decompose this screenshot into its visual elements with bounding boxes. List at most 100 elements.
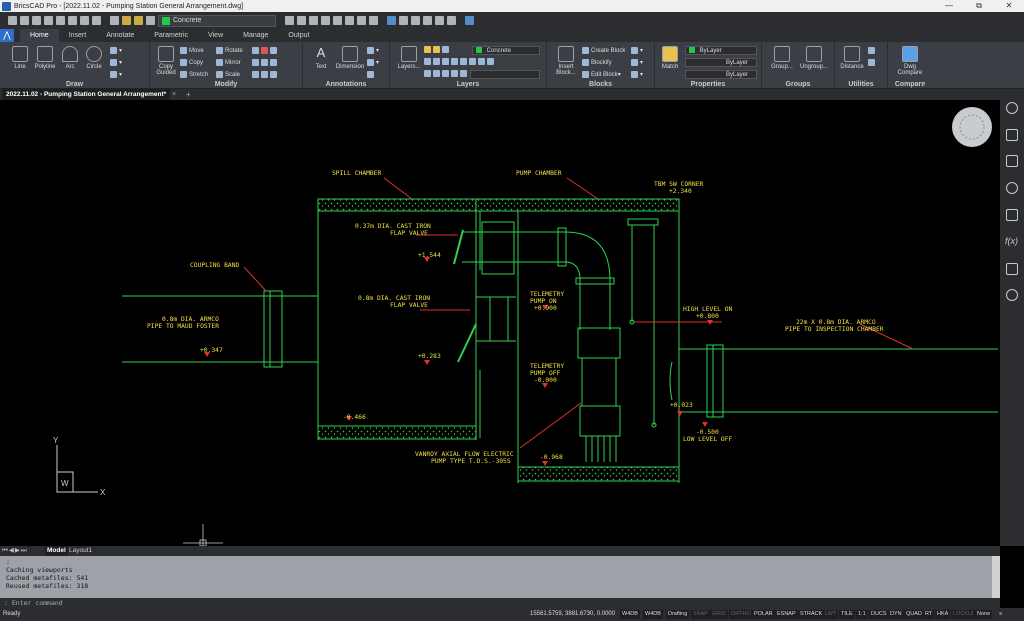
tab-model[interactable]: Model <box>45 546 68 556</box>
save-icon[interactable] <box>32 16 41 25</box>
copy-guided-button[interactable]: Copy Guided <box>153 46 179 76</box>
status-esnap[interactable]: ESNAP <box>775 610 798 619</box>
status-drafting[interactable]: Drafting <box>666 610 690 619</box>
layer-tool-8-icon[interactable] <box>369 16 378 25</box>
tool-b-icon[interactable] <box>435 16 444 25</box>
status-dyn[interactable]: DYN <box>888 610 904 619</box>
lineweight-select[interactable]: ByLayer <box>685 70 757 79</box>
tab-view[interactable]: View <box>208 32 224 39</box>
workspace-icon[interactable] <box>110 16 119 25</box>
status-hka[interactable]: HKA <box>935 610 951 619</box>
tab-home[interactable]: Home <box>20 29 59 42</box>
command-input[interactable]: : Enter command <box>0 598 1000 608</box>
status-w4db-2[interactable]: W4DB <box>643 610 663 619</box>
create-block-button[interactable]: Create Block <box>582 47 625 54</box>
edit-block-button[interactable]: Edit Block▾ <box>582 71 621 78</box>
status-grid[interactable]: GRID <box>710 610 728 619</box>
linetype-select[interactable]: ByLayer <box>685 58 757 67</box>
status-tile[interactable]: TILE <box>839 610 855 619</box>
layer-dropdown[interactable]: Concrete <box>158 14 276 27</box>
save-as-icon[interactable] <box>44 16 53 25</box>
hatch-tool[interactable]: ▾ <box>110 59 122 66</box>
point-tool[interactable]: ▾ <box>110 71 122 78</box>
stretch-button[interactable]: Stretch <box>180 71 208 78</box>
dimension-button[interactable]: Dimension <box>335 46 365 70</box>
layer-tool-6-icon[interactable] <box>345 16 354 25</box>
status-polar[interactable]: POLAR <box>752 610 775 619</box>
hatch-panel-icon[interactable] <box>1006 209 1018 221</box>
annot-tool-2[interactable]: ▾ <box>367 59 379 66</box>
print-icon[interactable] <box>56 16 65 25</box>
status-snap[interactable]: SNAP <box>691 610 710 619</box>
circle-button[interactable]: Circle <box>82 46 106 70</box>
status-ortho[interactable]: ORTHO <box>729 610 753 619</box>
layer-tool-3-icon[interactable] <box>309 16 318 25</box>
undo-icon[interactable] <box>80 16 89 25</box>
rotate-button[interactable]: Rotate <box>216 47 243 54</box>
modify-tool-1[interactable] <box>252 47 279 54</box>
new-document-icon[interactable]: + <box>186 90 191 99</box>
status-ducs[interactable]: DUCS <box>869 610 889 619</box>
tips-bulb-icon[interactable] <box>1006 102 1018 114</box>
close-document-icon[interactable]: × <box>172 91 177 98</box>
drawing-canvas[interactable]: SPILL CHAMBER PUMP CHAMBER TBM SW CORNER… <box>0 100 1000 546</box>
status-lockui[interactable]: LOCKUI <box>951 610 976 619</box>
block-tool-3[interactable]: ▾ <box>631 71 643 78</box>
layers-panel-icon[interactable] <box>1006 155 1018 167</box>
properties-icon[interactable] <box>387 16 396 25</box>
navigation-wheel-icon[interactable] <box>952 107 992 147</box>
command-scrollbar[interactable] <box>992 556 1000 598</box>
tab-insert[interactable]: Insert <box>68 32 87 39</box>
layout-navigation-arrows[interactable]: ⏮◀▶⏭ <box>2 547 28 554</box>
status-scale[interactable]: 1:1 <box>856 610 868 619</box>
open-file-icon[interactable] <box>20 16 29 25</box>
status-menu-icon[interactable]: ≡ <box>999 611 1003 617</box>
polyline-button[interactable]: Polyline <box>33 46 57 70</box>
line-button[interactable]: Line <box>8 46 32 70</box>
modify-tool-2[interactable] <box>252 59 279 66</box>
modify-tool-3[interactable] <box>252 71 279 78</box>
color-select[interactable]: ByLayer <box>685 46 757 55</box>
application-menu-icon[interactable]: ⋀ <box>0 29 14 42</box>
layer-tool-1-icon[interactable] <box>285 16 294 25</box>
annot-tool-1[interactable]: ▾ <box>367 47 379 54</box>
layer-state-icons[interactable] <box>424 46 451 53</box>
layer-select[interactable]: Concrete <box>472 46 540 55</box>
attachments-clip-icon[interactable] <box>1006 182 1018 194</box>
match-button[interactable]: Match <box>658 46 682 70</box>
move-button[interactable]: Move <box>180 47 204 54</box>
tool-c-icon[interactable] <box>447 16 456 25</box>
distance-button[interactable]: Distance <box>838 46 866 70</box>
status-lwt[interactable]: LWT <box>823 610 839 619</box>
tab-manage[interactable]: Manage <box>243 32 269 39</box>
block-tool-1[interactable]: ▾ <box>631 47 643 54</box>
properties-sliders-icon[interactable] <box>1006 129 1018 141</box>
status-none[interactable]: None <box>975 610 993 619</box>
minimize-button[interactable]: — <box>945 1 953 10</box>
eraser-icon[interactable] <box>399 16 408 25</box>
group-button[interactable]: Group... <box>768 46 796 70</box>
copy-button[interactable]: Copy <box>180 59 203 66</box>
redo-icon[interactable] <box>92 16 101 25</box>
status-rt[interactable]: RT <box>923 610 935 619</box>
layer-tool-7-icon[interactable] <box>357 16 366 25</box>
tab-output[interactable]: Output <box>288 32 310 39</box>
tab-parametric[interactable]: Parametric <box>154 32 189 39</box>
block-tool-2[interactable]: ▾ <box>631 59 643 66</box>
tab-layout1[interactable]: Layout1 <box>69 547 93 554</box>
document-tab[interactable]: 2022.11.02 - Pumping Station General Arr… <box>2 89 171 100</box>
layer-bulb-icon[interactable] <box>122 16 131 25</box>
layer-tool-4-icon[interactable] <box>321 16 330 25</box>
scale-button[interactable]: Scale <box>216 71 240 78</box>
status-quad[interactable]: QUAD <box>904 610 924 619</box>
structure-tree-icon[interactable] <box>1006 263 1018 275</box>
rectangle-tool[interactable]: ▾ <box>110 47 122 54</box>
layer-filter-select[interactable] <box>470 70 540 79</box>
status-strack[interactable]: STRACK <box>798 610 825 619</box>
cloud-upload-icon[interactable] <box>1006 289 1018 301</box>
settings-icon[interactable] <box>411 16 420 25</box>
status-w4db-1[interactable]: W4DB <box>620 610 640 619</box>
help-icon[interactable] <box>465 16 474 25</box>
annot-tool-3[interactable] <box>367 71 376 78</box>
